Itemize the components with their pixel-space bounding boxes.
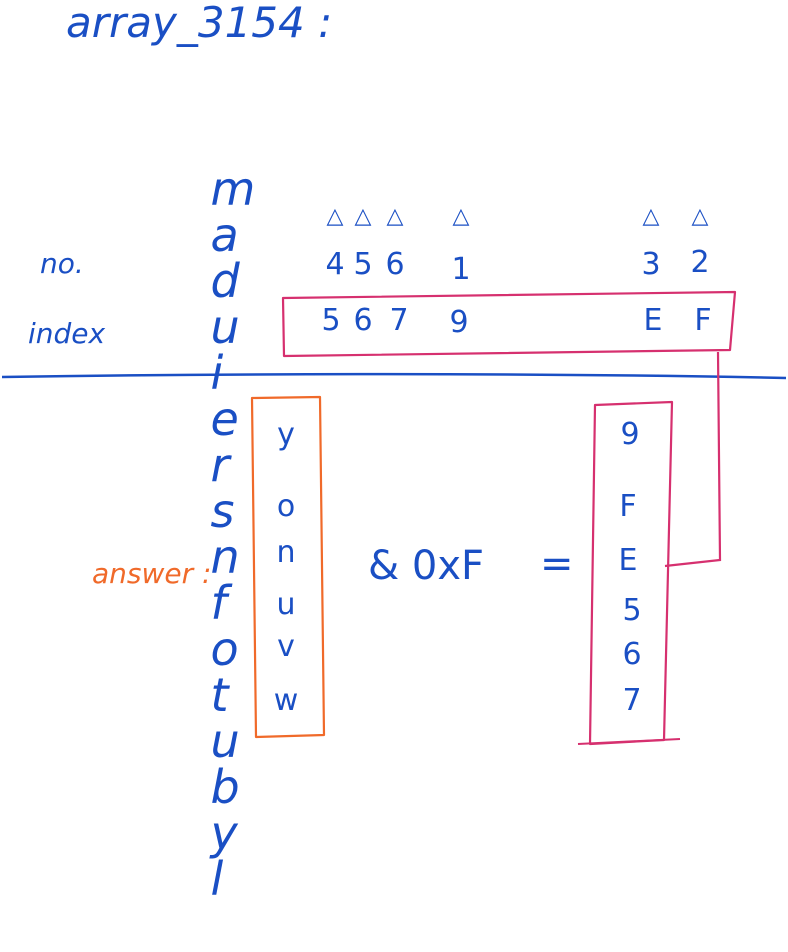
answer-box [250, 395, 326, 739]
sketch-lines [1, 290, 787, 746]
marker-triangle-icon: △ [386, 204, 404, 229]
seq-letter: u [210, 714, 241, 768]
seq-letter: a [210, 208, 240, 262]
answer-letter: u [276, 587, 296, 622]
no-value: 6 [385, 247, 405, 282]
operator-text: & 0xF [368, 543, 485, 589]
result-value: 6 [622, 637, 642, 672]
index-value: 5 [321, 303, 341, 338]
result-value: 5 [622, 593, 642, 628]
seq-letter: e [210, 392, 240, 446]
answer-letter: o [276, 489, 296, 524]
index-value: 6 [353, 303, 373, 338]
seq-letter: n [210, 530, 241, 584]
no-value: 1 [451, 252, 471, 287]
letter-sequence: m a d u i e r s n f o t u b y l [150, 120, 256, 948]
connector-line [664, 351, 722, 568]
divider-line [1, 372, 787, 380]
answer-letter: w [273, 683, 299, 718]
handwritten-note: array_3154 : m a d u i e r s n f o t u b… [1, 0, 787, 902]
seq-letter: r [210, 438, 230, 492]
index-box [281, 290, 737, 358]
index-value: E [643, 303, 663, 338]
no-value: 2 [690, 245, 710, 280]
answer-letter: n [276, 535, 296, 570]
seq-letter: u [210, 300, 241, 354]
no-value: 3 [641, 247, 661, 282]
seq-letter: s [210, 484, 235, 538]
index-value: F [694, 303, 712, 338]
index-label: index [28, 317, 106, 350]
seq-letter: i [210, 346, 224, 400]
result-value: E [618, 543, 638, 578]
index-value: 9 [449, 305, 469, 340]
result-value: F [619, 489, 637, 524]
no-label: no. [40, 247, 84, 280]
result-value: 9 [620, 417, 640, 452]
seq-letter: b [210, 760, 241, 814]
seq-letter: f [210, 576, 228, 630]
marker-triangle-icon: △ [642, 204, 660, 229]
array-title: array_3154 : [66, 0, 333, 47]
marker-triangle-icon: △ [354, 204, 372, 229]
no-value: 5 [353, 247, 373, 282]
no-value: 4 [325, 247, 345, 282]
answer-letter: v [277, 629, 295, 664]
seq-letter: t [210, 668, 230, 722]
index-value: 7 [389, 303, 409, 338]
marker-triangle-icon: △ [452, 204, 470, 229]
seq-letter: l [210, 852, 224, 906]
result-value: 7 [622, 683, 642, 718]
seq-letter: o [210, 622, 240, 676]
answer-letter: y [277, 417, 295, 452]
equals-sign: = [540, 541, 574, 587]
marker-triangle-icon: △ [326, 204, 344, 229]
seq-letter: m [210, 162, 256, 216]
marker-triangle-icon: △ [691, 204, 709, 229]
seq-letter: y [210, 806, 239, 860]
answer-label: answer : [92, 557, 212, 590]
seq-letter: d [210, 254, 241, 308]
